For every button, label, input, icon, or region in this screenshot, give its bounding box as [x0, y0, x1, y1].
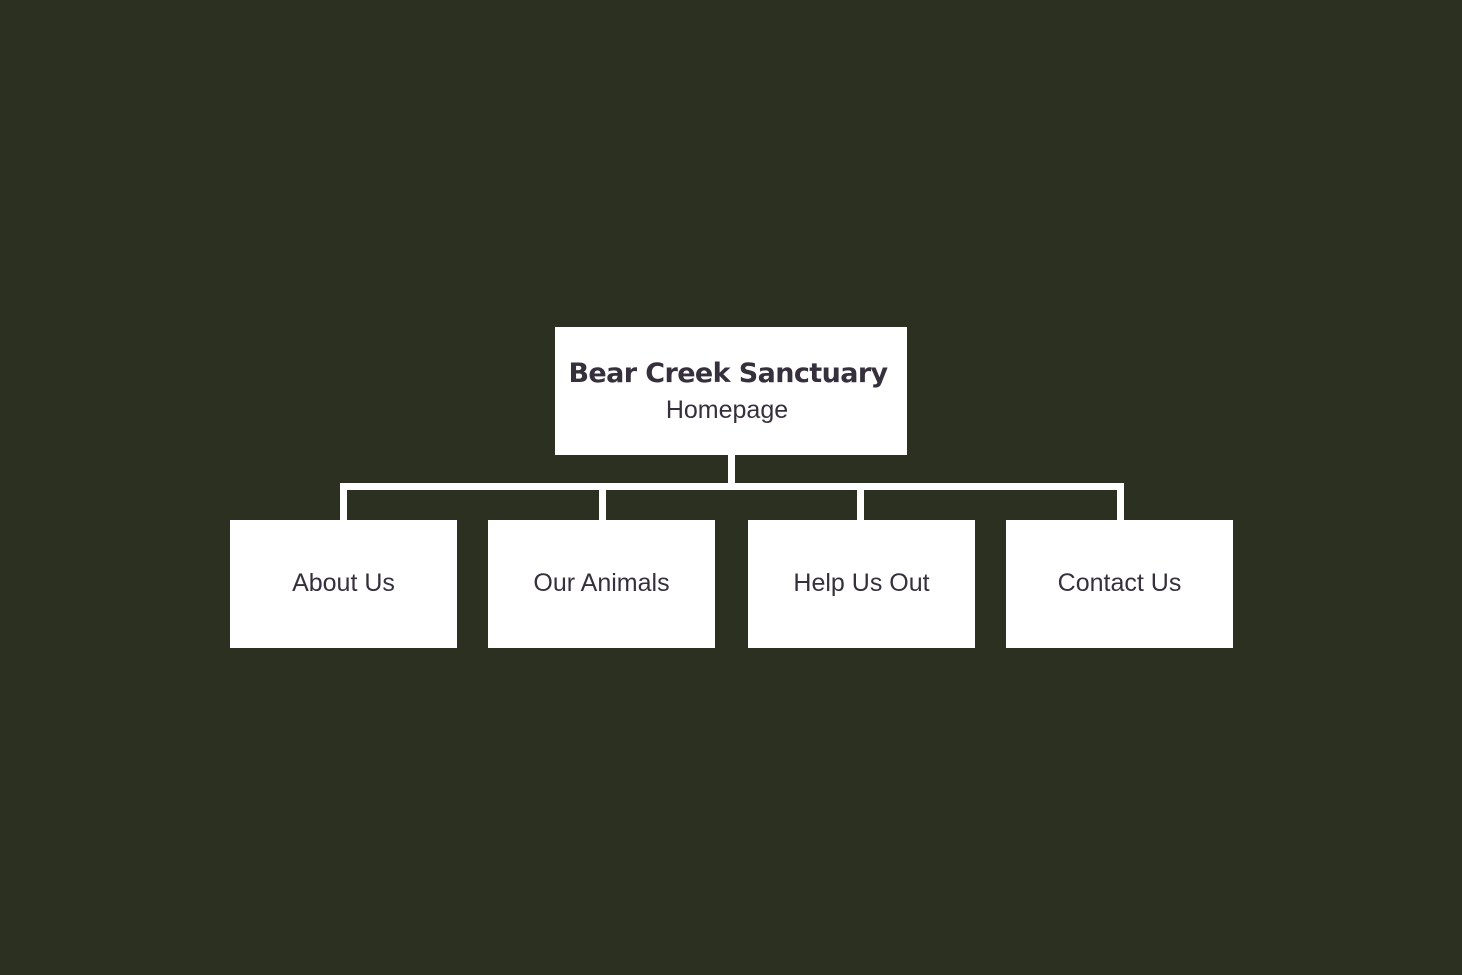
- homepage-label: Homepage: [665, 396, 789, 424]
- homepage-node: Bear Creek Sanctuary Homepage: [555, 327, 907, 455]
- about-us-label: About Us: [292, 568, 395, 597]
- contact-us-label: Contact Us: [1057, 568, 1182, 597]
- root-connector-line: [728, 455, 735, 488]
- contact-us-node: Contact Us: [1006, 520, 1233, 648]
- horizontal-connector-line: [340, 483, 1124, 490]
- child-connector-line-about: [340, 483, 347, 520]
- our-animals-node: Our Animals: [488, 520, 715, 648]
- help-us-out-node: Help Us Out: [748, 520, 975, 648]
- child-connector-line-animals: [599, 483, 606, 520]
- our-animals-label: Our Animals: [533, 568, 670, 597]
- site-title: Bear Creek Sanctuary: [568, 358, 888, 389]
- help-us-out-label: Help Us Out: [793, 568, 930, 597]
- about-us-node: About Us: [230, 520, 457, 648]
- child-connector-line-contact: [1117, 483, 1124, 520]
- child-connector-line-help: [857, 483, 864, 520]
